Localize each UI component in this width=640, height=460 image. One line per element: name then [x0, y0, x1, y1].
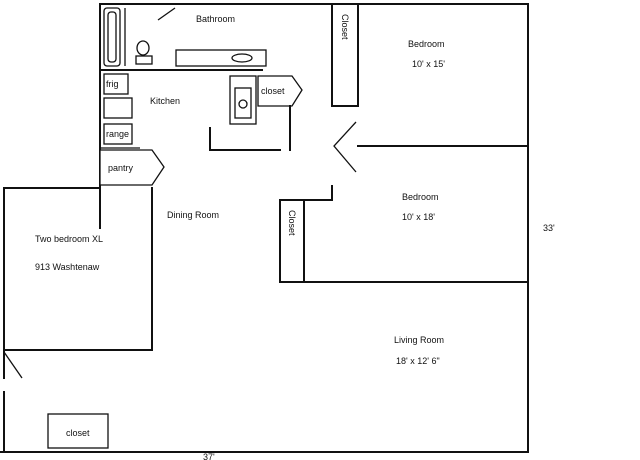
bathroom — [99, 7, 267, 71]
exterior-wall-left-lower — [3, 187, 153, 379]
living-size: 18' x 12' 6" — [396, 356, 440, 366]
closet-kitchen-label: closet — [261, 86, 285, 96]
entry-door-swing — [3, 351, 23, 379]
plan-address: 913 Washtenaw — [35, 262, 100, 272]
bedroom2-size: 10' x 18' — [402, 212, 435, 222]
exterior-wall-left-upper — [3, 187, 101, 351]
living-label: Living Room — [394, 335, 444, 345]
kitchen-hall-wall — [209, 127, 281, 151]
dimension-width: 37' — [203, 452, 215, 460]
closet-bed1-walls — [331, 3, 359, 107]
entry — [3, 351, 109, 453]
bathtub — [103, 7, 121, 67]
pantry-label: pantry — [108, 163, 134, 173]
bedroom1-size: 10' x 15' — [412, 59, 445, 69]
exterior-walls — [0, 3, 529, 453]
pantry — [99, 149, 165, 186]
bedroom1 — [331, 3, 529, 173]
bathroom-label: Bathroom — [196, 14, 235, 24]
closet-entry — [47, 413, 109, 449]
kitchen-counter — [103, 97, 133, 119]
closet-bed2-label: Closet — [287, 210, 297, 236]
range-label: range — [106, 129, 129, 139]
bathtub-inner — [107, 11, 117, 63]
range — [103, 123, 133, 145]
bedroom2-label: Bedroom — [402, 192, 439, 202]
bathroom-sink — [231, 53, 253, 63]
frig-label: frig — [106, 79, 119, 89]
bedroom2 — [279, 185, 529, 283]
bedroom1-label: Bedroom — [408, 39, 445, 49]
bathroom-door-swing — [157, 7, 176, 21]
dimension-height: 33' — [543, 223, 555, 233]
fridge — [103, 73, 129, 95]
dining-label: Dining Room — [167, 210, 219, 220]
closet-bed1-label: Closet — [340, 14, 350, 40]
kitchen-sink-drain — [238, 99, 248, 109]
closet-bed2-walls — [279, 185, 333, 283]
closet-entry-label: closet — [66, 428, 90, 438]
kitchen-sink — [234, 87, 252, 119]
plan-title: Two bedroom XL — [35, 234, 103, 244]
kitchen-label: Kitchen — [150, 96, 180, 106]
kitchen — [99, 73, 303, 186]
toilet-tank — [135, 55, 153, 65]
exterior-wall-right — [0, 3, 529, 453]
closet-kitchen — [257, 75, 303, 107]
bedroom-doors-swing — [333, 121, 357, 173]
toilet — [136, 40, 150, 56]
